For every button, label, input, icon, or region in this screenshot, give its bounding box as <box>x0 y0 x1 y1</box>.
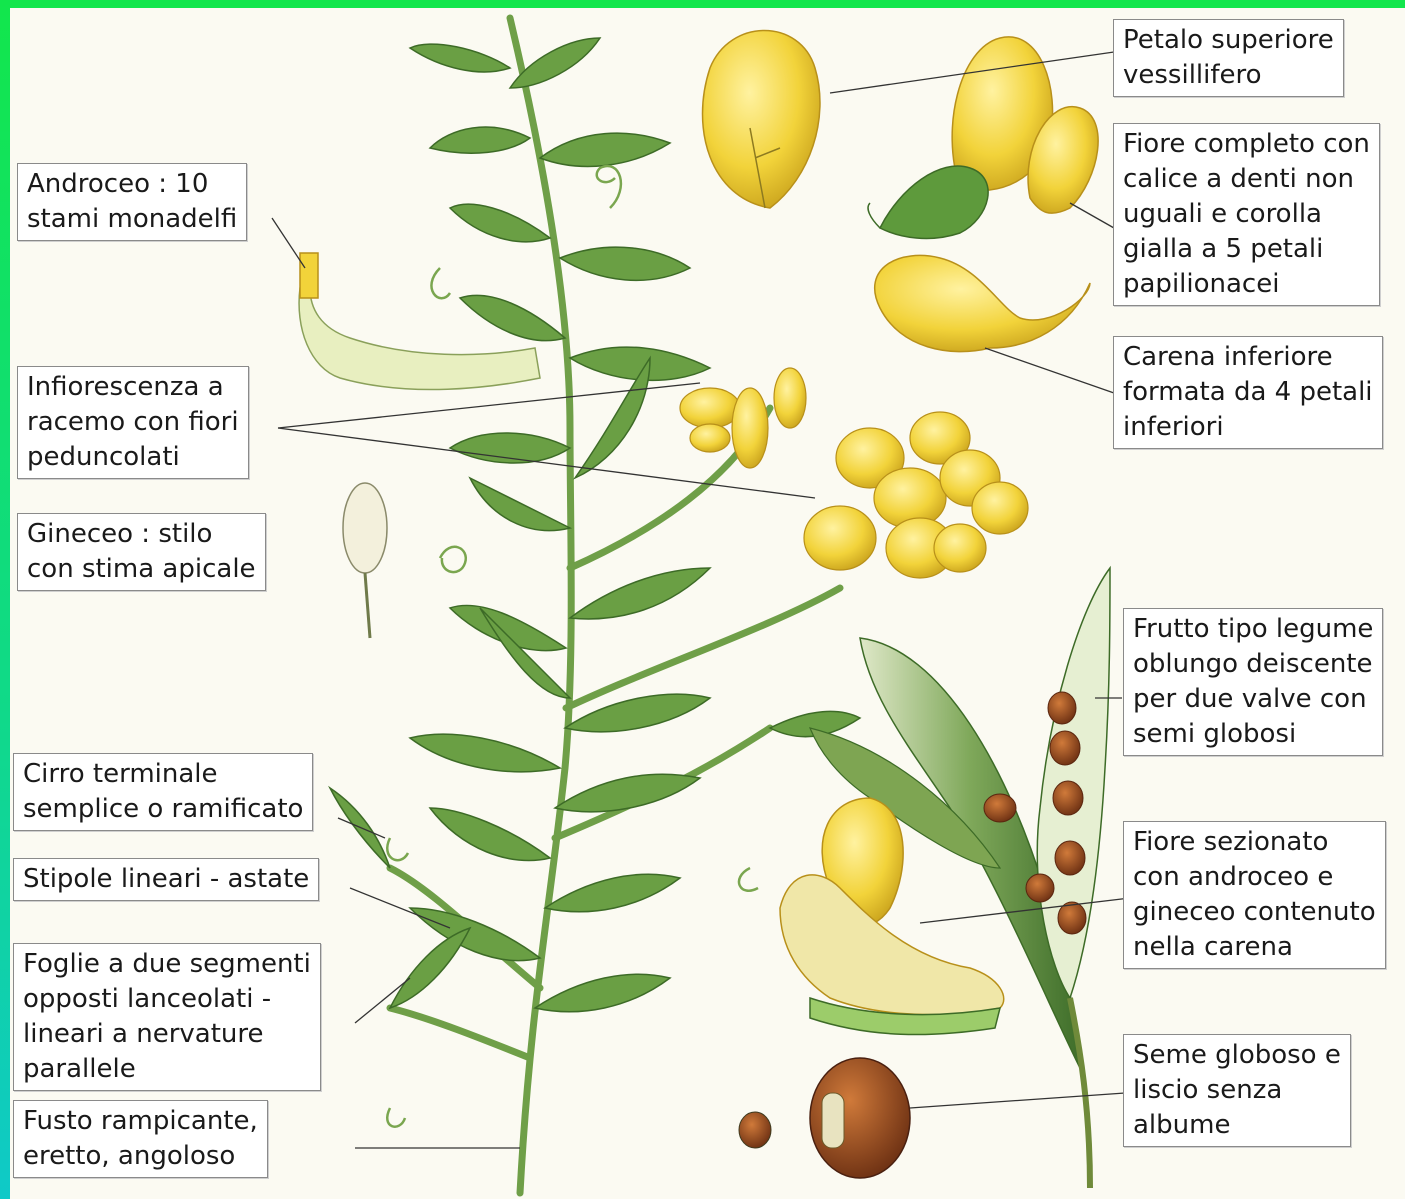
label-fiore-completo: Fiore completo con calice a denti non ug… <box>1113 123 1380 306</box>
label-carena-inferiore: Carena inferiore formata da 4 petali inf… <box>1113 336 1383 449</box>
gynoecium <box>343 483 387 638</box>
flower-cluster <box>804 412 1028 578</box>
botanical-plate: Petalo superiore vessillifero Fiore comp… <box>10 8 1405 1199</box>
label-gineceo: Gineceo : stilo con stima apicale <box>17 513 266 591</box>
label-androceo: Androceo : 10 stami monadelfi <box>17 163 247 241</box>
label-stipole: Stipole lineari - astate <box>13 858 319 901</box>
label-fiore-sezionato: Fiore sezionato con androceo e gineceo c… <box>1123 821 1386 969</box>
label-infiorescenza: Infiorescenza a racemo con fiori pedunco… <box>17 366 249 479</box>
label-foglie: Foglie a due segmenti opposti lanceolati… <box>13 943 321 1091</box>
label-cirro: Cirro terminale semplice o ramificato <box>13 753 313 831</box>
seeds <box>739 1058 910 1178</box>
label-petalo-superiore: Petalo superiore vessillifero <box>1113 19 1344 97</box>
label-fusto: Fusto rampicante, eretto, angoloso <box>13 1100 268 1178</box>
label-frutto: Frutto tipo legume oblungo deiscente per… <box>1123 608 1383 756</box>
standard-petal <box>703 31 820 209</box>
complete-flower <box>868 37 1098 239</box>
leader-lines <box>272 52 1130 1148</box>
keel-petal <box>875 255 1090 351</box>
label-seme: Seme globoso e liscio senza albume <box>1123 1034 1351 1147</box>
